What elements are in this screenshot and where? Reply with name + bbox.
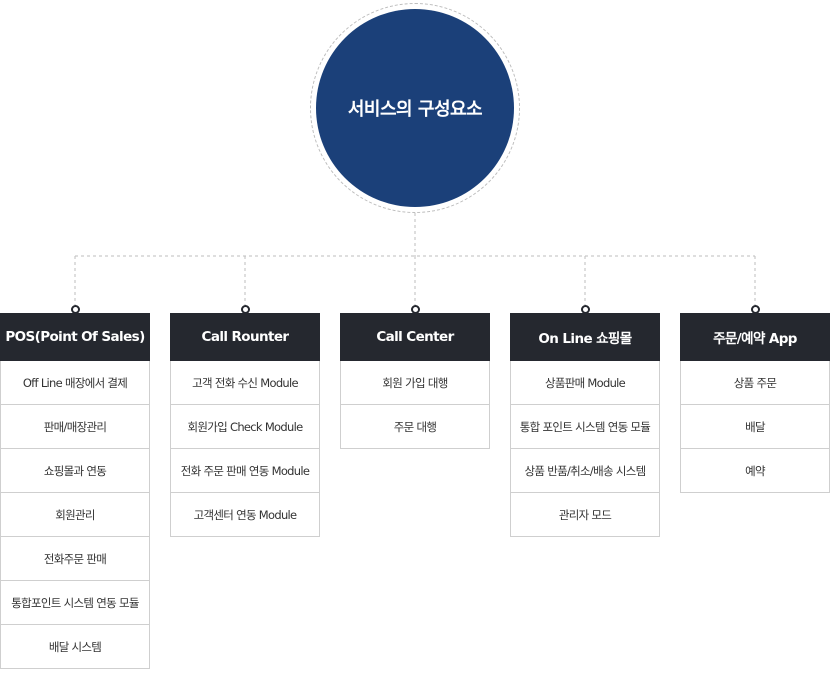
list-item: 주문 대행 (341, 404, 489, 448)
component-column: Call Rounter 고객 전화 수신 Module 회원가입 Check Mo… (170, 313, 320, 537)
list-item: 상품 주문 (733, 375, 777, 390)
column-header: Call Rounter (170, 313, 320, 361)
list-item: 관리자 모드 (511, 492, 659, 536)
column-header: POS(Point Of Sales) (0, 313, 150, 361)
list-item: Off Line 매장에서 결제 (22, 375, 128, 390)
list-item: 회원 가입 대행 (382, 375, 448, 390)
list-item: 판매/매장관리 (1, 404, 149, 448)
hub-outer-ring (310, 3, 520, 213)
list-item: 전화주문 판매 (1, 536, 149, 580)
list-item: 예약 (681, 448, 829, 492)
list-item: 고객센터 연동 Module (171, 492, 319, 536)
list-item: 통합 포인트 시스템 연동 모듈 (511, 404, 659, 448)
list-item: 회원관리 (1, 492, 149, 536)
list-item: 배달 시스템 (1, 624, 149, 668)
column-header: Call Center (340, 313, 490, 361)
list-item: 고객 전화 수신 Module (192, 375, 298, 390)
list-item: 전화 주문 판매 연동 Module (171, 448, 319, 492)
list-item: 배달 (681, 404, 829, 448)
list-item: 통합포인트 시스템 연동 모듈 (1, 580, 149, 624)
list-item: 쇼핑몰과 연동 (1, 448, 149, 492)
column-header: 주문/예약 App (680, 313, 830, 361)
list-item: 상품판매 Module (544, 375, 626, 390)
list-item: 상품 반품/취소/배송 시스템 (511, 448, 659, 492)
column-drop-lines (74, 256, 756, 309)
list-item: 회원가입 Check Module (171, 404, 319, 448)
column-header: On Line 쇼핑몰 (510, 313, 660, 361)
hub-label: 서비스의 구성요소 (347, 99, 483, 120)
hub-circle: 서비스의 구성요소 (316, 9, 514, 207)
